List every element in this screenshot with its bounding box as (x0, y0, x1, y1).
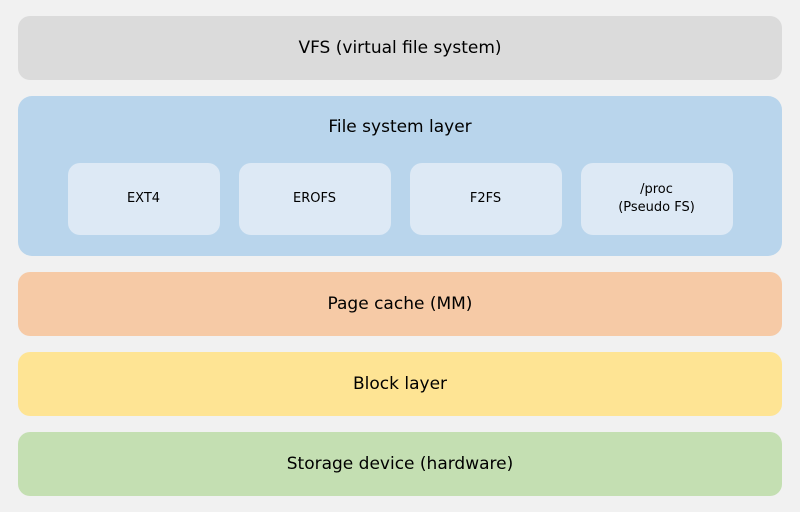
layer-page-cache: Page cache (MM) (18, 272, 782, 336)
layer-storage-device-label: Storage device (hardware) (286, 454, 514, 474)
filesystem-row: EXT4 EROFS F2FS /proc (Pseudo FS) (18, 163, 782, 235)
layer-file-system: File system layer EXT4 EROFS F2FS /proc … (18, 96, 782, 256)
layer-file-system-label: File system layer (328, 117, 472, 137)
fs-box-ext4: EXT4 (67, 163, 220, 235)
fs-box-proc: /proc (Pseudo FS) (580, 163, 733, 235)
fs-box-erofs: EROFS (238, 163, 391, 235)
layer-block-label: Block layer (352, 374, 448, 394)
layer-block: Block layer (18, 352, 782, 416)
layer-vfs: VFS (virtual file system) (18, 16, 782, 80)
fs-box-f2fs-label: F2FS (469, 191, 502, 206)
fs-box-ext4-label: EXT4 (126, 191, 161, 206)
layer-storage-device: Storage device (hardware) (18, 432, 782, 496)
fs-box-f2fs: F2FS (409, 163, 562, 235)
fs-box-erofs-label: EROFS (293, 191, 336, 206)
layer-page-cache-label: Page cache (MM) (327, 294, 473, 314)
layer-vfs-label: VFS (virtual file system) (298, 38, 502, 58)
fs-box-proc-label: /proc (Pseudo FS) (618, 182, 695, 215)
